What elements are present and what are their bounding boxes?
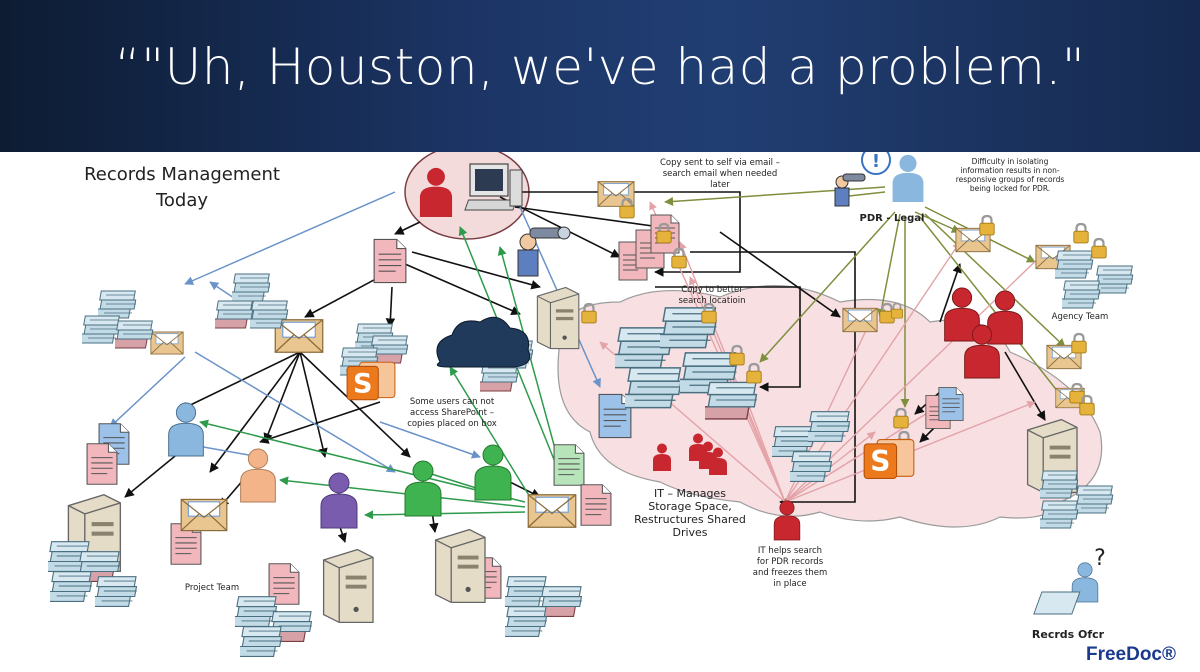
svg-text:!: ! xyxy=(872,152,880,172)
diagram-heading: Records Management Today xyxy=(84,164,280,211)
svg-text:Copy to better: Copy to better xyxy=(681,285,743,295)
document-icon xyxy=(86,443,118,485)
heading-line-2: Today xyxy=(155,190,208,211)
person-icon-blue xyxy=(168,402,204,457)
label-agency-team: Agency Team xyxy=(1052,312,1109,322)
person-icon-purple xyxy=(320,472,358,529)
envelope-icon xyxy=(180,498,228,532)
label-it-helps: IT helps search for PDR records and free… xyxy=(753,546,828,589)
svg-text:search email when needed: search email when needed xyxy=(663,169,778,179)
binoculars-icon-pdr xyxy=(834,173,866,207)
envelope-icon xyxy=(597,181,635,207)
svg-text:Copy sent to self via email –: Copy sent to self via email – xyxy=(660,158,780,168)
computer-icon xyxy=(464,163,523,211)
label-project-team: Project Team xyxy=(185,583,239,593)
records-diagram: S xyxy=(48,152,1134,657)
document-icon xyxy=(373,238,407,284)
server-icon xyxy=(322,548,374,624)
question-icon: ? xyxy=(1094,546,1106,571)
svg-text:Difficulty in isolating: Difficulty in isolating xyxy=(972,157,1049,166)
document-icon xyxy=(938,387,964,421)
label-email-self: Copy sent to self via email – search ema… xyxy=(660,158,780,190)
person-icon-pdr-legal xyxy=(892,154,924,202)
server-icon xyxy=(536,286,580,350)
document-icon xyxy=(553,444,585,486)
arrows-black xyxy=(124,191,1046,543)
envelope-icon xyxy=(274,319,324,353)
svg-text:being locked for PDR.: being locked for PDR. xyxy=(970,184,1050,193)
svg-text:IT – Manages: IT – Manages xyxy=(654,487,726,500)
envelope-icon xyxy=(527,494,577,528)
svg-text:IT helps search: IT helps search xyxy=(758,546,822,556)
label-pdr-legal: PDR - Legal xyxy=(860,213,925,224)
heading-line-1: Records Management xyxy=(84,164,280,185)
label-it-manages: IT – Manages Storage Space, Restructures… xyxy=(634,487,746,539)
person-icon-records-officer xyxy=(1033,562,1099,615)
person-icon-green xyxy=(404,460,442,517)
label-recrds-ofcr: Recrds Ofcr xyxy=(1032,628,1105,641)
envelope-icon xyxy=(842,307,878,333)
svg-text:Storage Space,: Storage Space, xyxy=(648,500,732,513)
sharepoint-icon xyxy=(863,439,915,479)
svg-text:access SharePoint –: access SharePoint – xyxy=(410,408,494,418)
document-icon xyxy=(580,484,612,526)
binoculars-icon xyxy=(517,226,571,277)
svg-text:later: later xyxy=(710,180,730,190)
svg-text:and freezes them: and freezes them xyxy=(753,568,828,578)
svg-text:copies placed on box: copies placed on box xyxy=(407,419,497,429)
person-icon-peach xyxy=(240,448,276,503)
svg-text:in place: in place xyxy=(773,579,806,589)
person-icon-green xyxy=(474,444,512,501)
slide-header: “"Uh, Houston, we've had a problem." xyxy=(0,0,1200,152)
slide-title: “"Uh, Houston, we've had a problem." xyxy=(114,38,1086,96)
svg-text:information results in non-: information results in non- xyxy=(960,166,1059,175)
svg-text:Some users can not: Some users can not xyxy=(410,397,495,407)
server-icon xyxy=(434,528,486,604)
svg-text:search locatioin: search locatioin xyxy=(678,296,745,306)
cloud-icon xyxy=(436,316,531,368)
svg-text:Drives: Drives xyxy=(672,526,707,539)
svg-text:Restructures Shared: Restructures Shared xyxy=(634,513,746,526)
label-copy-better: Copy to better search locatioin xyxy=(678,285,745,306)
envelope-icon xyxy=(150,331,184,355)
freedoc-logo: FreeDoc® xyxy=(1085,644,1176,665)
sharepoint-icon xyxy=(346,361,396,401)
label-sharepoint-note: Some users can not access SharePoint – c… xyxy=(407,397,497,429)
label-difficulty: Difficulty in isolating information resu… xyxy=(956,157,1065,193)
svg-text:for PDR records: for PDR records xyxy=(757,557,824,567)
question-icon-bubble: ! xyxy=(861,152,891,175)
svg-text:responsive groups of records: responsive groups of records xyxy=(956,175,1065,184)
